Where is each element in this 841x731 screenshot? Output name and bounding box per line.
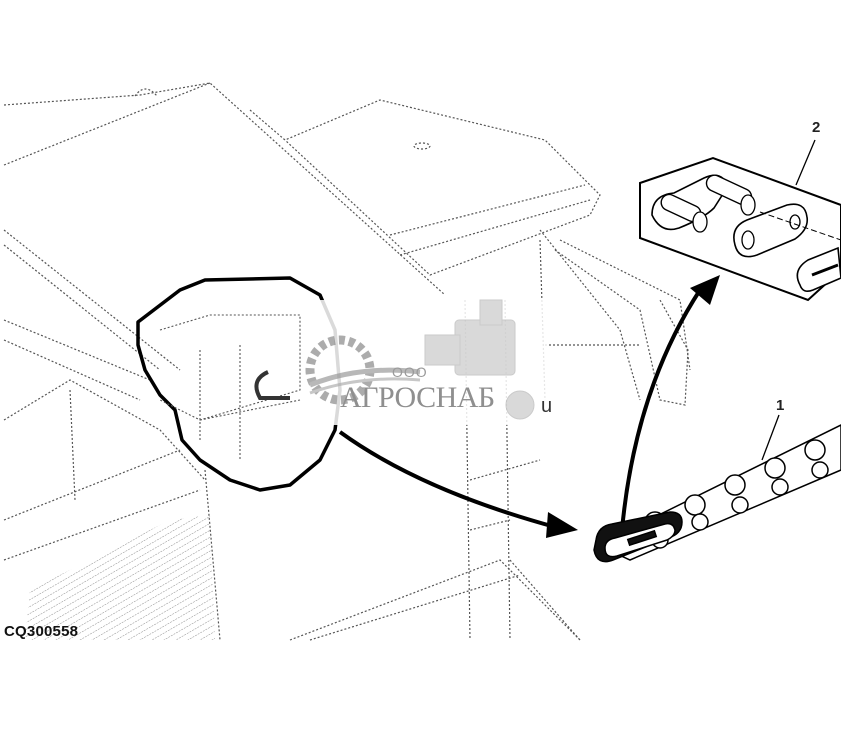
arrow-head-link-detail (690, 275, 720, 305)
watermark-prefix: ООО (392, 364, 428, 380)
chain-case-sketch (159, 314, 301, 460)
callout-number-2: 2 (812, 119, 821, 136)
arrow-to-link-detail (620, 288, 702, 531)
connecting-link-detail (639, 156, 841, 302)
figure-id-label: CQ300558 (4, 623, 79, 640)
callout-leader-1 (761, 414, 780, 461)
grille-hatching (25, 515, 215, 640)
roller-chain (593, 424, 841, 563)
chain-in-case-icon (254, 370, 290, 400)
detail-highlight-outline (136, 276, 342, 492)
watermark-logo (303, 299, 548, 425)
watermark-name: АГРОСНАБ (340, 381, 495, 414)
arrow-to-chain (338, 430, 556, 529)
callout-number-1: 1 (776, 397, 785, 414)
callout-leader-2 (795, 139, 816, 186)
watermark-suffix: u (541, 395, 553, 417)
arrow-head-chain (546, 512, 578, 538)
combine-harvester-icon (424, 299, 535, 420)
